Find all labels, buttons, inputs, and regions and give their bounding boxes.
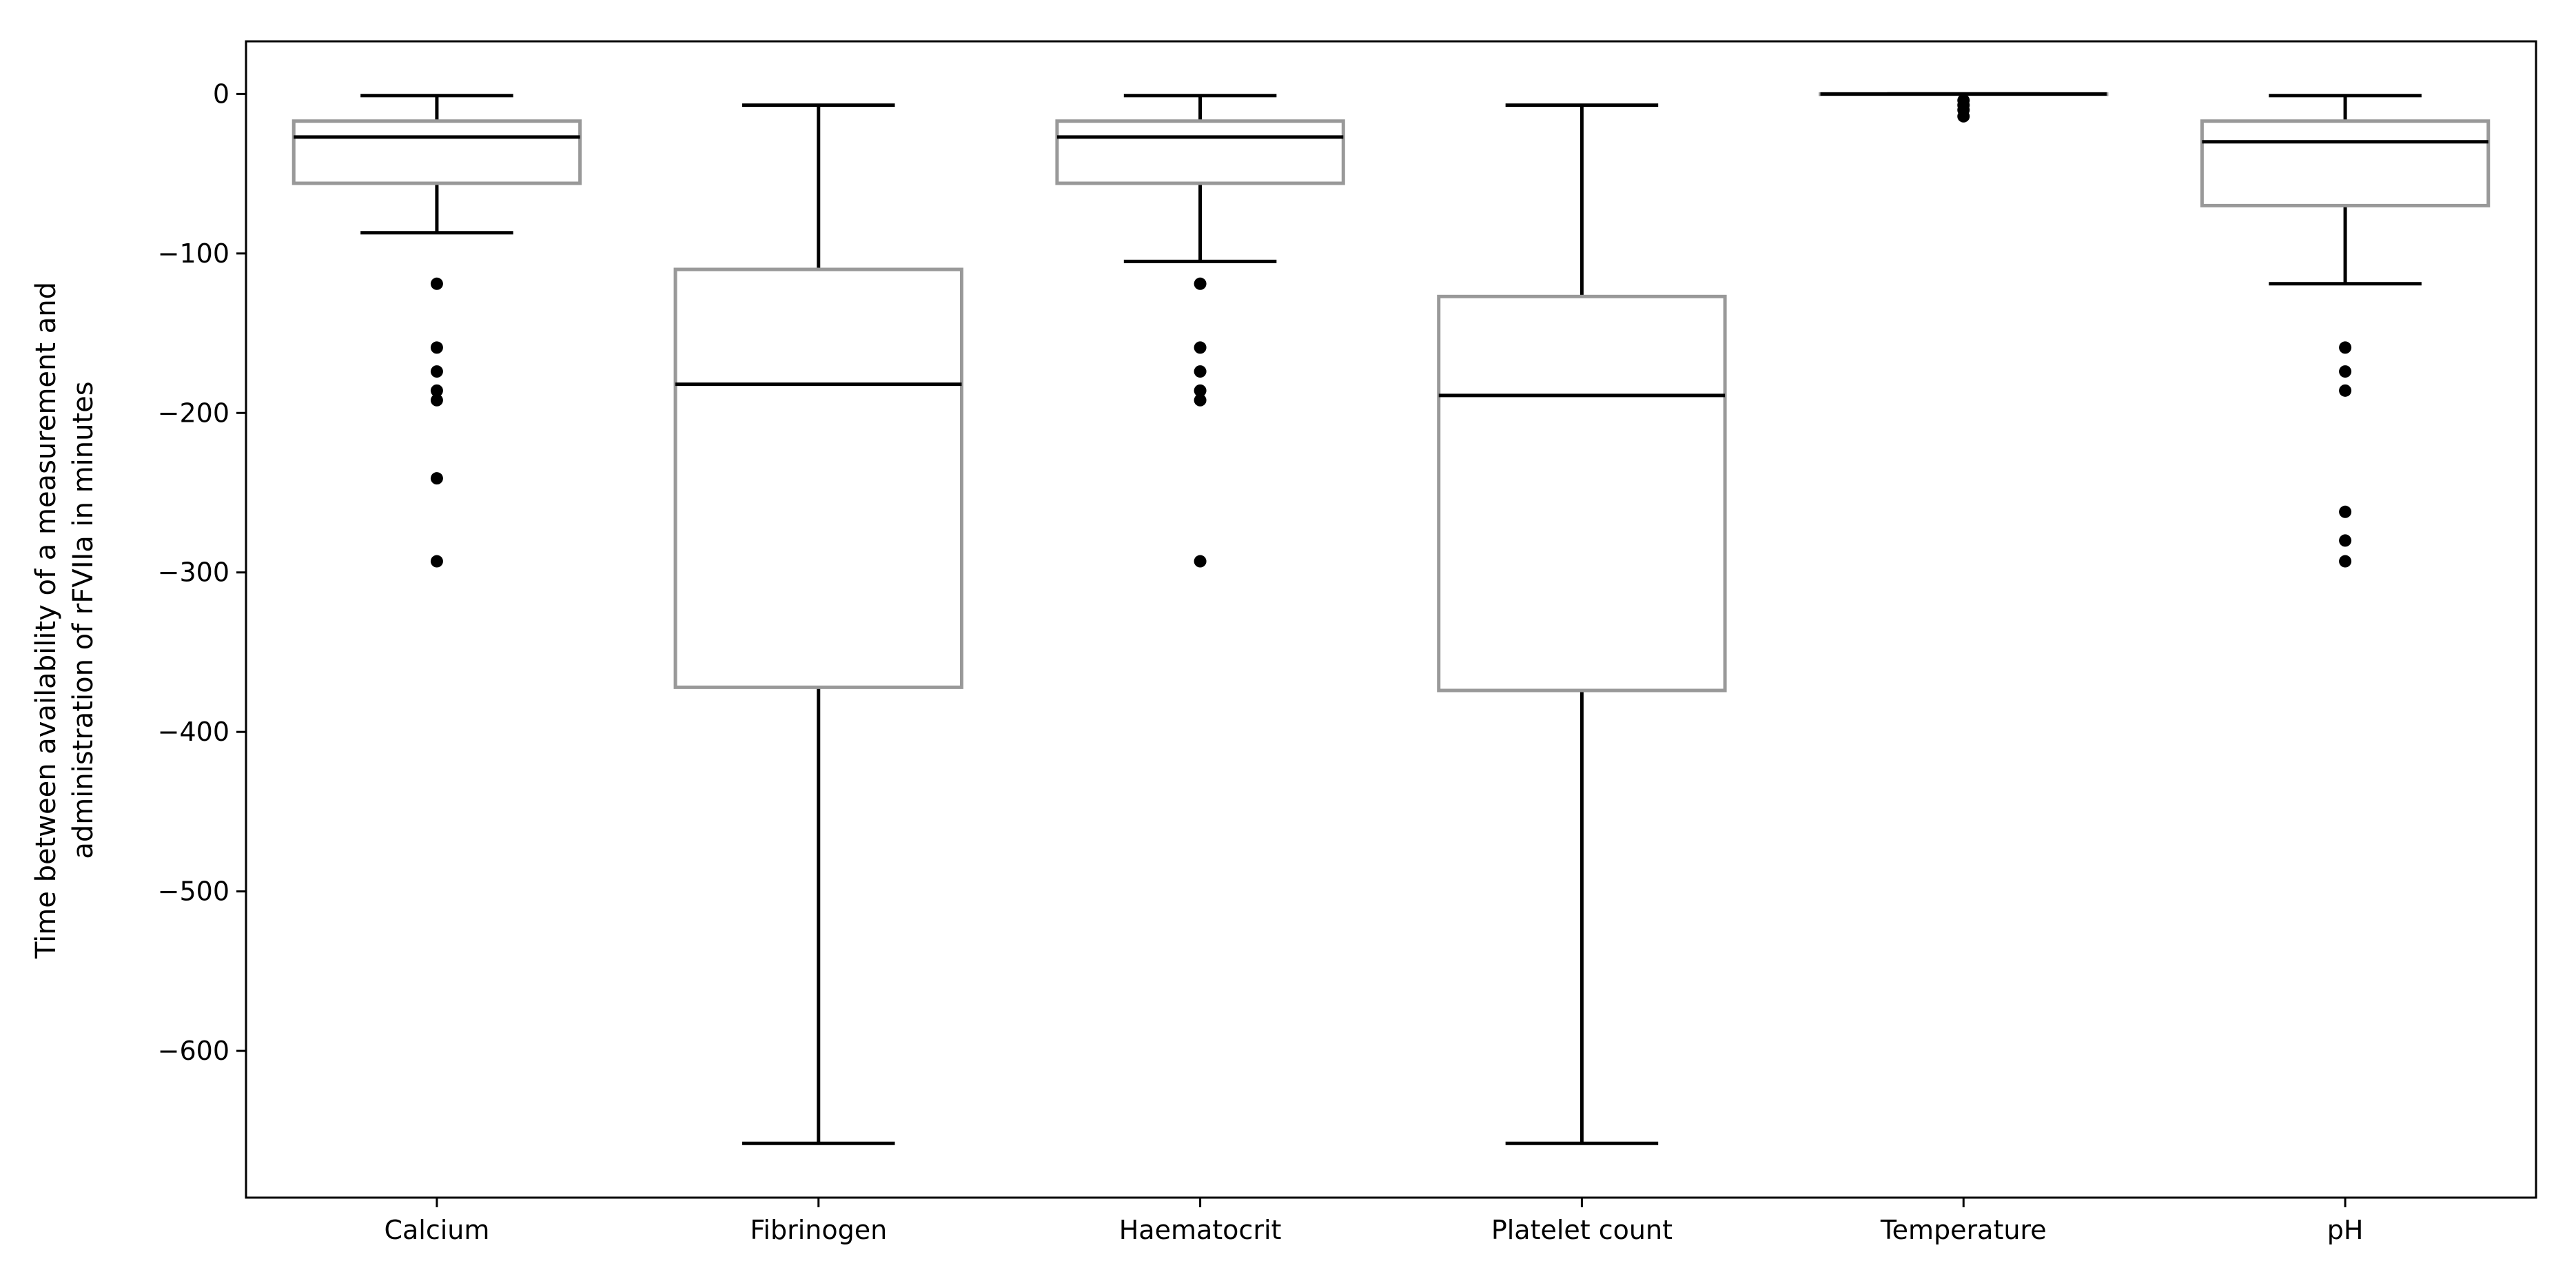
iqr-box [1055, 119, 1345, 185]
outlier-point [2339, 534, 2352, 547]
y-tick-label: −600 [158, 1036, 229, 1066]
iqr-box [2200, 119, 2491, 207]
outlier-point [1194, 341, 1207, 354]
box-platelet-count [1437, 103, 1727, 1145]
outlier-point [1957, 110, 1970, 123]
outlier-point [430, 341, 443, 354]
y-tick-label: −400 [158, 717, 229, 747]
iqr-box [292, 119, 582, 185]
box-ph [2200, 94, 2491, 568]
outlier-point [2339, 341, 2352, 354]
iqr-box [1437, 294, 1727, 693]
outlier-point [430, 384, 443, 397]
outlier-point [2339, 505, 2352, 518]
y-tick-label: −500 [158, 877, 229, 907]
y-axis-label: Time between availability of a measureme… [30, 282, 99, 959]
plot-frame [245, 40, 2537, 1199]
y-tick-label: 0 [213, 79, 229, 109]
outlier-point [2339, 365, 2352, 378]
outlier-point [1194, 384, 1207, 397]
y-axis-label-line-2: administration of rFVIIa in minutes [68, 381, 99, 859]
y-tick-label: −200 [158, 398, 229, 428]
outlier-point [430, 393, 443, 407]
outlier-point [2339, 384, 2352, 397]
x-tick-label: Calcium [384, 1215, 489, 1245]
y-tick-label: −300 [158, 557, 229, 588]
outlier-point [1194, 277, 1207, 290]
y-tick-label: −100 [158, 238, 229, 269]
x-tick-label: pH [2327, 1215, 2364, 1245]
x-tick-label: Platelet count [1491, 1215, 1673, 1245]
iqr-box [673, 267, 963, 689]
outlier-point [430, 277, 443, 290]
box-calcium [292, 94, 582, 568]
outlier-point [1194, 365, 1207, 378]
x-tick-label: Temperature [1880, 1215, 2047, 1245]
y-axis-label-line-1: Time between availability of a measureme… [30, 282, 62, 959]
box-fibrinogen [673, 103, 963, 1145]
outlier-point [430, 365, 443, 378]
x-tick-label: Fibrinogen [750, 1215, 887, 1245]
outlier-point [1194, 555, 1207, 568]
x-tick-label: Haematocrit [1119, 1215, 1282, 1245]
outlier-point [2339, 555, 2352, 568]
outlier-point [430, 472, 443, 485]
outlier-point [1194, 393, 1207, 407]
box-haematocrit [1055, 94, 1345, 568]
outlier-point [430, 555, 443, 568]
box-temperature [1819, 92, 2109, 123]
